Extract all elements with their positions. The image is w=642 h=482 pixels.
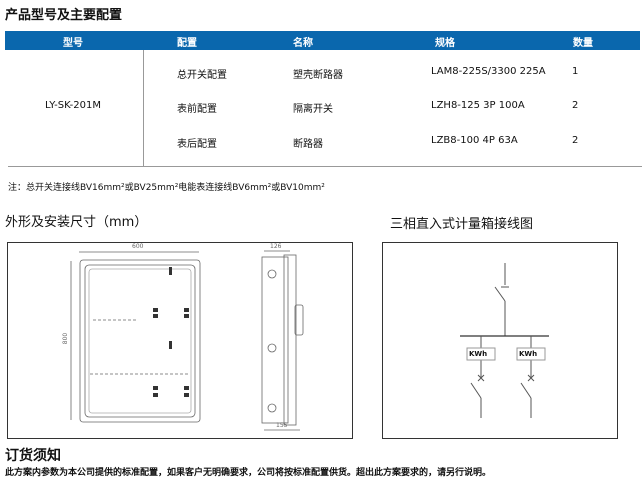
row-name: 隔离开关 [293, 104, 333, 115]
meter-1-label: KWh [469, 350, 488, 358]
meter-2-label: KWh [519, 350, 538, 358]
row-qty: 1 [572, 66, 579, 77]
depth-bottom-label: 155 [276, 422, 288, 429]
width-label: 600 [132, 243, 144, 250]
height-label: 800 [62, 332, 70, 345]
note: 注：总开关连接线BV16mm²或BV25mm²电能表连接线BV6mm²或BV10… [8, 183, 325, 193]
depth-top-label: 126 [270, 243, 282, 250]
row-qty: 2 [572, 100, 579, 111]
col-model: 型号 [63, 38, 83, 49]
col-config: 配置 [177, 38, 197, 49]
table-divider [143, 50, 144, 166]
wiring-svg [460, 263, 549, 418]
row-name: 塑壳断路器 [293, 70, 343, 81]
enclosure-drawing [70, 250, 304, 431]
row-qty: 2 [572, 135, 579, 146]
row-spec: LAM8-225S/3300 225A [431, 66, 546, 77]
table-header: 型号 配置 名称 规格 数量 [5, 31, 640, 50]
dimension-drawing: 600 800 126 155 [7, 242, 353, 439]
col-qty: 数量 [573, 38, 593, 49]
row-name: 断路器 [293, 139, 323, 150]
section-title-order: 订货须知 [5, 448, 61, 464]
row-spec: LZB8-100 4P 63A [431, 135, 518, 146]
row-config: 表前配置 [177, 104, 217, 115]
order-text: 此方案内参数为本公司提供的标准配置，如果客户无明确要求，公司将按标准配置供货。超… [5, 468, 492, 478]
section-title-wiring: 三相直入式计量箱接线图 [390, 217, 534, 232]
col-spec: 规格 [435, 38, 455, 49]
row-config: 总开关配置 [177, 70, 227, 81]
section-title-dimensions: 外形及安装尺寸（mm） [5, 215, 148, 230]
wiring-diagram: KWh KWh [382, 242, 618, 439]
section-title-config: 产品型号及主要配置 [5, 8, 123, 23]
row-spec: LZH8-125 3P 100A [431, 100, 525, 111]
row-config: 表后配置 [177, 139, 217, 150]
table-bottom-line [8, 166, 642, 167]
col-name: 名称 [293, 38, 313, 49]
model-cell: LY-SK-201M [45, 100, 101, 111]
